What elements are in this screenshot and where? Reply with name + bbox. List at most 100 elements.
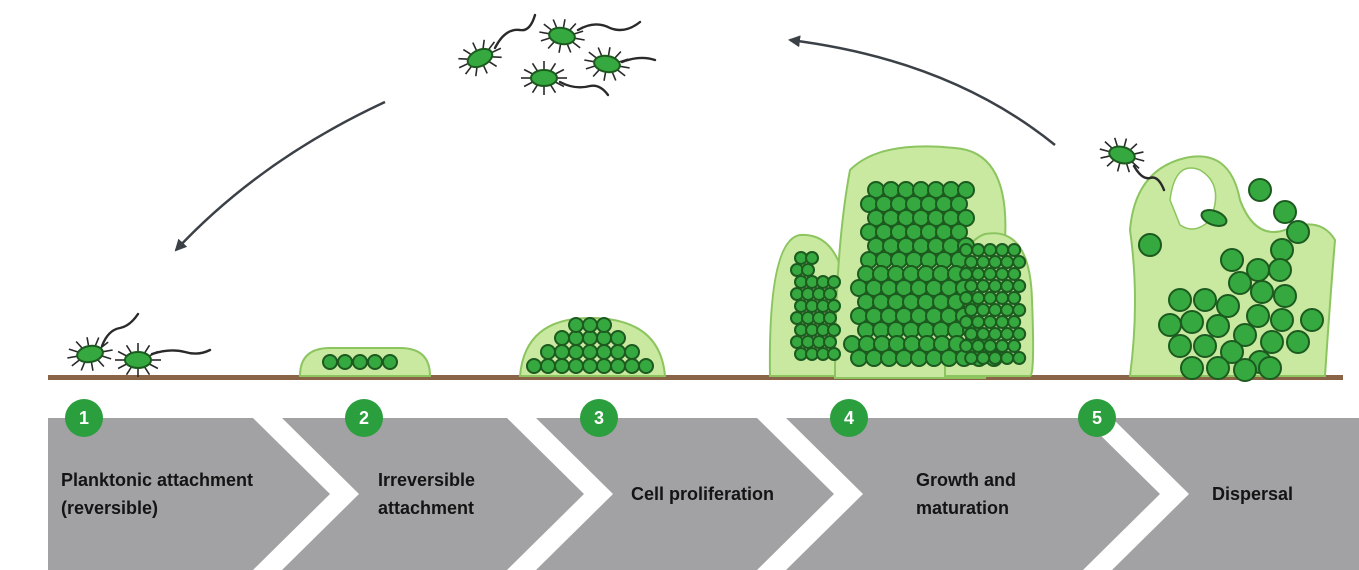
biofilm-cell	[568, 317, 584, 333]
biofilm-cell	[827, 275, 841, 289]
flagellum-icon	[150, 348, 212, 356]
stage-band	[48, 418, 1359, 570]
biofilm-cell	[964, 279, 979, 293]
biofilm-cell	[983, 291, 998, 305]
bacterium-icon	[67, 19, 1145, 377]
biofilm-cell	[1220, 340, 1244, 364]
biofilm-cells	[322, 178, 1324, 382]
biofilm-cell	[554, 358, 570, 374]
biofilm-cell	[582, 317, 598, 333]
biofilm-cell	[827, 323, 841, 337]
biofilm-cell	[1012, 255, 1027, 269]
biofilm-cell	[850, 349, 868, 367]
bacterium-icon	[521, 61, 567, 95]
biofilm-cell	[1273, 200, 1297, 224]
biofilm-cell	[983, 315, 998, 329]
stage-label: Dispersal	[1212, 418, 1342, 570]
biofilm-cell	[596, 344, 612, 360]
stage-label: Planktonic attachment(reversible)	[61, 418, 351, 570]
biofilm-cell	[1268, 258, 1292, 282]
stage-label-line: maturation	[916, 498, 1010, 518]
biofilm-cell	[925, 349, 943, 367]
biofilm-cell	[1000, 255, 1015, 269]
biofilm-cell	[624, 358, 640, 374]
biofilm-cell	[976, 351, 991, 365]
cycle-arrow-icon	[174, 100, 386, 252]
biofilm-cell	[983, 339, 998, 353]
biofilm-cell	[367, 354, 383, 370]
biofilm-cell	[940, 349, 958, 367]
biofilm-cell	[1180, 310, 1204, 334]
biofilm-cell	[1007, 243, 1022, 257]
biofilm-cell	[971, 315, 986, 329]
flagellum-icon	[558, 80, 610, 97]
biofilm-cell	[1260, 330, 1284, 354]
stage-label-line: Growth and	[916, 470, 1016, 490]
biofilm-cell	[540, 344, 556, 360]
biofilm-cell	[582, 330, 598, 346]
biofilm-cell	[554, 330, 570, 346]
biofilm-cell	[971, 267, 986, 281]
biofilm-cell	[1250, 280, 1274, 304]
biofilm-cell	[801, 263, 815, 277]
biofilm-cell	[596, 317, 612, 333]
stage-label-line: Cell proliferation	[631, 484, 775, 504]
stage-label-line: Dispersal	[1212, 484, 1294, 504]
biofilm-cell	[568, 344, 584, 360]
biofilm-cell	[964, 351, 979, 365]
biofilm-cell	[995, 315, 1010, 329]
stage-number-badge: 5	[1078, 399, 1116, 437]
biofilm-cell	[1300, 308, 1324, 332]
biofilm-cell	[1000, 327, 1015, 341]
biofilm-cell	[582, 358, 598, 374]
biofilm-cell	[610, 358, 626, 374]
biofilm-cell	[988, 279, 1003, 293]
biofilm-cell	[1007, 267, 1022, 281]
stage-number-badge: 2	[345, 399, 383, 437]
biofilm-cell	[1220, 248, 1244, 272]
biofilm-cell	[596, 330, 612, 346]
biofilm-cell	[950, 223, 968, 241]
stage-chevron	[536, 418, 834, 570]
biofilm-cell	[1000, 303, 1015, 317]
flagellum-icon	[1132, 164, 1166, 192]
bacterium-icon	[584, 47, 630, 81]
biofilm-cell	[554, 344, 570, 360]
biofilm-cell	[1273, 284, 1297, 308]
biofilm-cell	[382, 354, 398, 370]
biofilm-cell	[1000, 351, 1015, 365]
biofilm-cell	[959, 267, 974, 281]
flagellum-icon	[576, 20, 642, 32]
biofilm-cell	[568, 358, 584, 374]
biofilm-cell	[1200, 209, 1228, 227]
biofilm-cell	[624, 344, 640, 360]
biofilm-cell	[322, 354, 338, 370]
biofilm-cell	[995, 243, 1010, 257]
bacterium-icon	[1099, 137, 1145, 173]
biofilm-cell	[582, 344, 598, 360]
biofilm-cell	[976, 255, 991, 269]
biofilm-cell	[957, 181, 975, 199]
biofilm-cell	[827, 347, 841, 361]
biofilm-cell	[638, 358, 654, 374]
biofilm-cell	[959, 315, 974, 329]
biofilm-cell	[1000, 279, 1015, 293]
biofilm-cell	[610, 330, 626, 346]
biofilm-cell	[995, 291, 1010, 305]
biofilm-cell	[1286, 330, 1310, 354]
flagellum-icon	[100, 312, 140, 348]
biofilm-cell	[827, 299, 841, 313]
biofilm-cell	[964, 303, 979, 317]
biofilm-cell	[983, 267, 998, 281]
biofilm-cell	[1193, 288, 1217, 312]
cycle-arrow-icon	[788, 35, 1056, 146]
biofilm-cell	[895, 349, 913, 367]
biofilm-cell	[983, 243, 998, 257]
biofilm-cell	[337, 354, 353, 370]
biofilm-cell	[1228, 271, 1252, 295]
biofilm-cell	[1248, 178, 1272, 202]
biofilm-cell	[957, 209, 975, 227]
bacterium-icon	[115, 343, 161, 377]
